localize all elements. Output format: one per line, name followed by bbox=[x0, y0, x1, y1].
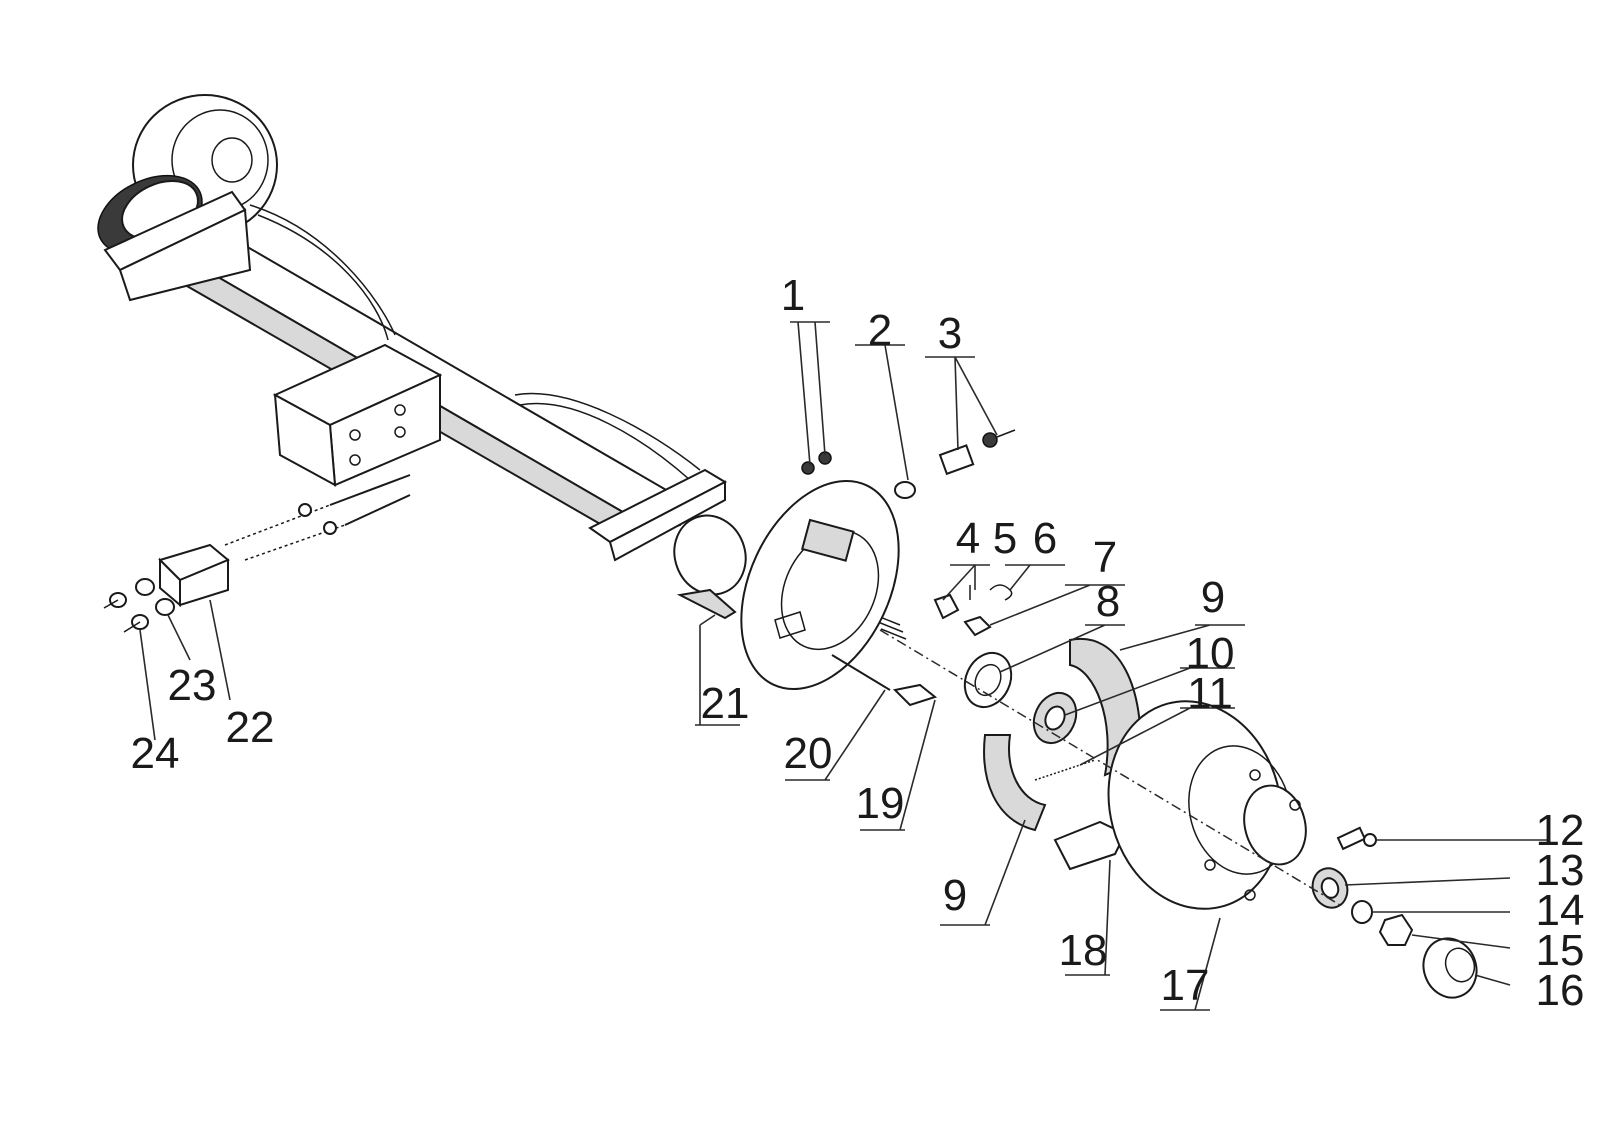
nut-15 bbox=[1378, 913, 1414, 946]
callout-2: 2 bbox=[868, 306, 892, 355]
callout-9-lower: 9 bbox=[943, 871, 967, 920]
cap-16 bbox=[1422, 937, 1478, 999]
rod-20 bbox=[831, 654, 891, 691]
callout-16: 16 bbox=[1536, 966, 1585, 1015]
washer-14 bbox=[1351, 900, 1373, 924]
callout-22: 22 bbox=[226, 703, 275, 752]
callout-4: 4 bbox=[956, 514, 980, 563]
callout-7: 7 bbox=[1093, 533, 1117, 582]
assembly-centerline bbox=[879, 629, 1341, 906]
callout-9-upper: 9 bbox=[1201, 573, 1225, 622]
brake-backing-plate bbox=[740, 480, 900, 690]
callout-10: 10 bbox=[1186, 629, 1235, 678]
callout-23: 23 bbox=[168, 661, 217, 710]
center-mount-bracket bbox=[272, 343, 443, 487]
callout-11: 11 bbox=[1187, 669, 1233, 718]
brake-shoe-9-lower bbox=[983, 734, 1096, 832]
bearing-13 bbox=[1311, 867, 1349, 909]
callout-6: 6 bbox=[1033, 514, 1057, 563]
clevis-19 bbox=[892, 683, 938, 707]
ring-2 bbox=[894, 481, 916, 499]
cylinder-3 bbox=[938, 429, 1016, 476]
callout-8: 8 bbox=[1096, 577, 1120, 626]
right-mount-bracket bbox=[588, 468, 728, 562]
callout-18: 18 bbox=[1059, 926, 1108, 975]
seal-8 bbox=[963, 651, 1013, 709]
stud-12 bbox=[1336, 826, 1377, 851]
callout-5: 5 bbox=[993, 514, 1017, 563]
leader-lines bbox=[139, 321, 1550, 1011]
axle-beam bbox=[177, 204, 701, 542]
callout-21: 21 bbox=[701, 679, 750, 728]
callout-17: 17 bbox=[1161, 961, 1210, 1010]
brake-drum-17 bbox=[1107, 700, 1307, 910]
callout-13: 13 bbox=[1536, 846, 1585, 895]
callout-3: 3 bbox=[938, 309, 962, 358]
callout-19: 19 bbox=[856, 779, 905, 828]
bearing-10 bbox=[1032, 691, 1078, 745]
bolts-1 bbox=[801, 451, 832, 475]
callout-1: 1 bbox=[781, 271, 805, 320]
left-mount-bracket bbox=[103, 190, 252, 302]
cable-clip-21 bbox=[676, 588, 737, 620]
cable-bracket-22 bbox=[158, 543, 230, 608]
callout-12: 12 bbox=[1536, 806, 1585, 855]
adjuster-4-7 bbox=[933, 584, 1013, 637]
callout-15: 15 bbox=[1536, 926, 1585, 975]
brake-cable-rods bbox=[224, 474, 411, 561]
callout-24: 24 bbox=[131, 729, 180, 778]
callout-14: 14 bbox=[1536, 886, 1585, 935]
callout-labels: 1 2 3 4 5 6 7 8 9 9 10 11 12 13 14 15 16… bbox=[131, 271, 1585, 1015]
nuts-23-24 bbox=[103, 578, 175, 633]
callout-20: 20 bbox=[784, 729, 833, 778]
